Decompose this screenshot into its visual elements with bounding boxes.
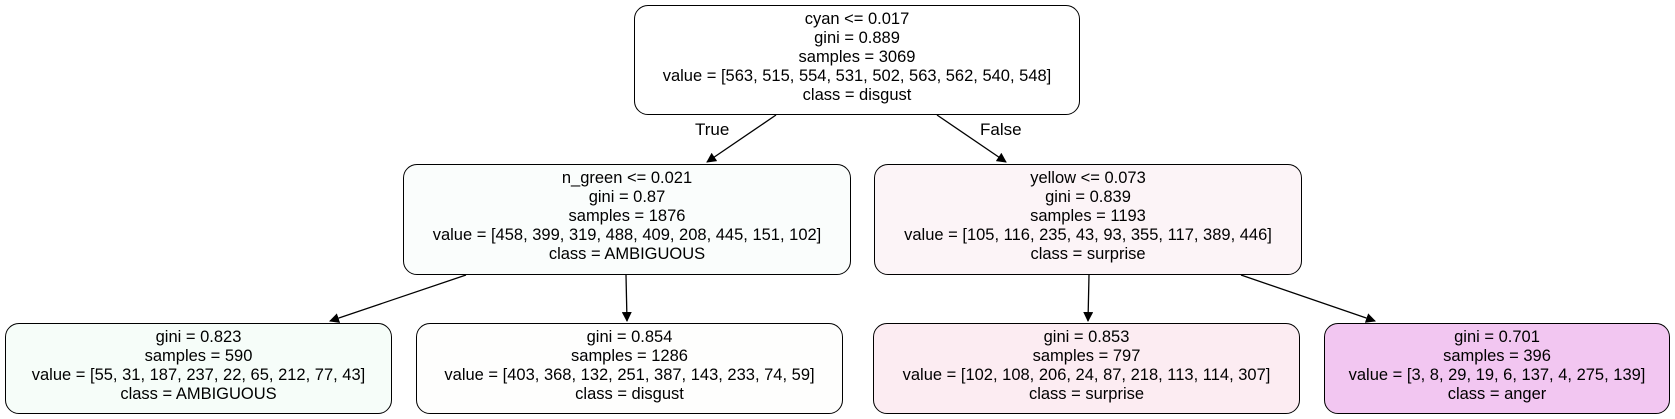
edge-label-true: True bbox=[695, 120, 730, 139]
node-class: class = AMBIGUOUS bbox=[120, 385, 277, 403]
edge-root-left bbox=[706, 114, 777, 163]
node-split-rule: yellow <= 0.073 bbox=[1030, 169, 1146, 187]
node-value: value = [55, 31, 187, 237, 22, 65, 212, … bbox=[31, 366, 366, 384]
node-gini: gini = 0.889 bbox=[814, 29, 900, 47]
node-class: class = surprise bbox=[1030, 245, 1146, 263]
node-class: class = surprise bbox=[1028, 385, 1145, 403]
node-gini: gini = 0.87 bbox=[588, 188, 666, 206]
node-value: value = [458, 399, 319, 488, 409, 208, 4… bbox=[432, 226, 822, 244]
tree-leaf-right-right: gini = 0.701 samples = 396 value = [3, 8… bbox=[1324, 323, 1670, 414]
edge-left-leftright bbox=[621, 274, 632, 322]
tree-node-right: yellow <= 0.073 gini = 0.839 samples = 1… bbox=[874, 164, 1302, 275]
node-gini: gini = 0.854 bbox=[586, 328, 673, 346]
node-gini: gini = 0.701 bbox=[1454, 328, 1540, 346]
node-samples: samples = 1193 bbox=[1030, 207, 1146, 225]
tree-leaf-right-left: gini = 0.853 samples = 797 value = [102,… bbox=[873, 323, 1300, 414]
node-value: value = [102, 108, 206, 24, 87, 218, 113… bbox=[902, 366, 1271, 384]
node-gini: gini = 0.823 bbox=[155, 328, 242, 346]
edge-left-leftleft bbox=[329, 274, 467, 323]
node-class: class = disgust bbox=[575, 385, 684, 403]
node-split-rule: n_green <= 0.021 bbox=[561, 169, 693, 187]
node-value: value = [105, 116, 235, 43, 93, 355, 117… bbox=[904, 226, 1272, 244]
node-value: value = [3, 8, 29, 19, 6, 137, 4, 275, 1… bbox=[1348, 366, 1646, 384]
tree-node-root: cyan <= 0.017 gini = 0.889 samples = 306… bbox=[634, 5, 1080, 115]
node-class: class = AMBIGUOUS bbox=[548, 245, 706, 263]
tree-leaf-left-right: gini = 0.854 samples = 1286 value = [403… bbox=[416, 323, 843, 414]
edge-label-false: False bbox=[980, 120, 1022, 139]
node-samples: samples = 1286 bbox=[571, 347, 688, 365]
node-value: value = [563, 515, 554, 531, 502, 563, 5… bbox=[662, 67, 1052, 85]
node-samples: samples = 3069 bbox=[798, 48, 916, 66]
node-class: class = disgust bbox=[802, 86, 912, 104]
node-class: class = anger bbox=[1447, 385, 1547, 403]
edge-root-right bbox=[936, 114, 1007, 163]
tree-leaf-left-left: gini = 0.823 samples = 590 value = [55, … bbox=[5, 323, 392, 414]
node-samples: samples = 797 bbox=[1032, 347, 1141, 365]
edge-right-rightleft bbox=[1083, 274, 1094, 322]
node-gini: gini = 0.853 bbox=[1043, 328, 1130, 346]
node-samples: samples = 590 bbox=[144, 347, 253, 365]
node-samples: samples = 1876 bbox=[568, 207, 686, 225]
node-gini: gini = 0.839 bbox=[1045, 188, 1131, 206]
node-samples: samples = 396 bbox=[1443, 347, 1551, 365]
node-value: value = [403, 368, 132, 251, 387, 143, 2… bbox=[444, 366, 815, 384]
tree-node-left: n_green <= 0.021 gini = 0.87 samples = 1… bbox=[403, 164, 851, 275]
edge-right-rightright bbox=[1240, 274, 1376, 323]
node-split-rule: cyan <= 0.017 bbox=[804, 10, 910, 28]
